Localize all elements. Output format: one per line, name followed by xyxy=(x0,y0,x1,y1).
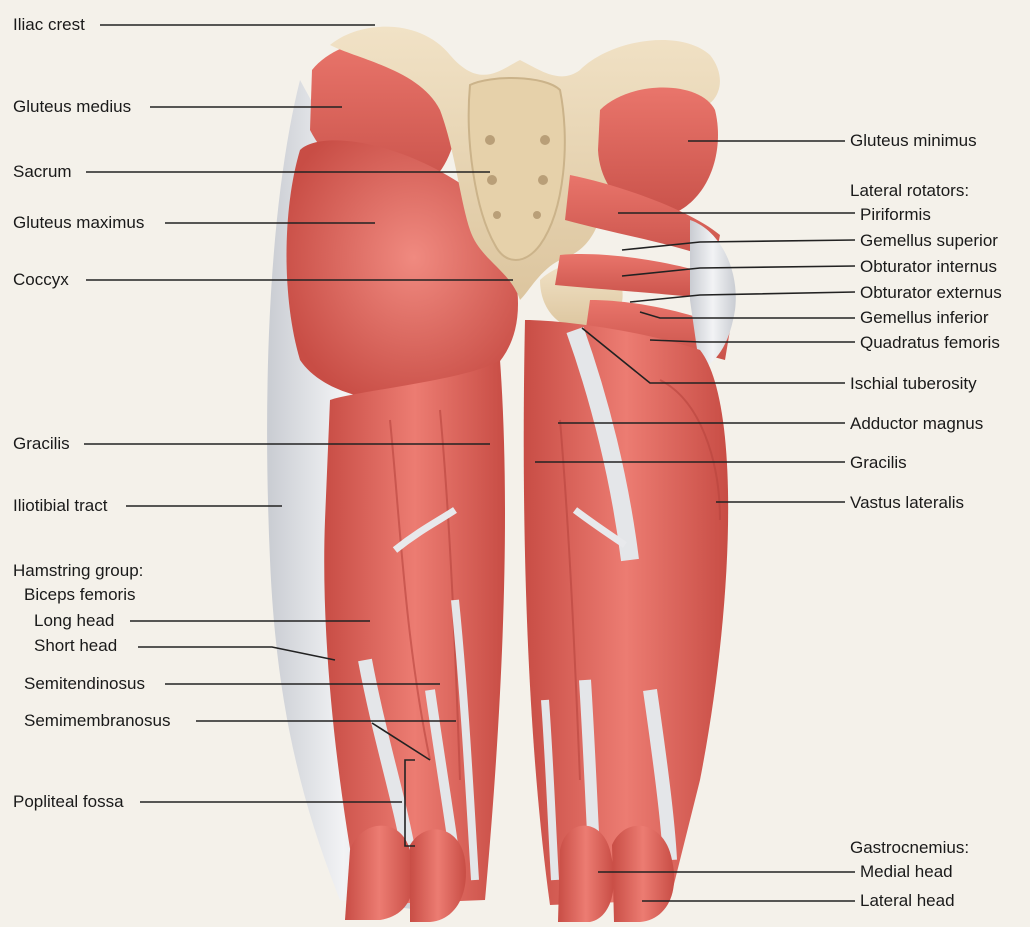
label-semimembranosus: Semimembranosus xyxy=(24,711,171,730)
quadratus-femoris-shape xyxy=(585,300,730,360)
label-medial-head: Medial head xyxy=(860,862,953,881)
label-gracilis-right: Gracilis xyxy=(850,453,907,472)
right-hamstring-shape xyxy=(523,320,729,905)
label-iliotibial-tract: Iliotibial tract xyxy=(13,496,108,515)
label-popliteal-fossa: Popliteal fossa xyxy=(13,792,124,811)
label-coccyx: Coccyx xyxy=(13,270,69,289)
gluteus-maximus-shape xyxy=(286,140,518,401)
piriformis-shape xyxy=(565,175,720,260)
label-obturator-externus: Obturator externus xyxy=(860,283,1002,302)
label-gemellus-superior: Gemellus superior xyxy=(860,231,998,250)
label-adductor-magnus: Adductor magnus xyxy=(850,414,984,433)
label-obturator-internus: Obturator internus xyxy=(860,257,998,276)
gluteus-minimus-shape xyxy=(598,87,718,216)
label-short-head: Short head xyxy=(34,636,118,655)
label-iliac-crest: Iliac crest xyxy=(13,15,85,34)
label-gluteus-minimus: Gluteus minimus xyxy=(850,131,977,150)
label-gluteus-medius: Gluteus medius xyxy=(13,97,132,116)
label-gemellus-inferior: Gemellus inferior xyxy=(860,308,989,327)
label-vastus-lateralis: Vastus lateralis xyxy=(850,493,965,512)
left-gastrocnemius-shape xyxy=(345,825,414,920)
label-gluteus-maximus: Gluteus maximus xyxy=(13,213,145,232)
label-biceps-femoris: Biceps femoris xyxy=(24,585,136,604)
label-hamstring-group: Hamstring group: xyxy=(13,561,144,580)
obturator-shape xyxy=(555,254,725,300)
label-piriformis: Piriformis xyxy=(860,205,931,224)
left-hamstring-shape xyxy=(324,360,505,905)
label-quadratus-femoris: Quadratus femoris xyxy=(860,333,1000,352)
label-lateral-rotators: Lateral rotators: xyxy=(850,181,970,200)
label-semitendinosus: Semitendinosus xyxy=(24,674,145,693)
label-long-head: Long head xyxy=(34,611,115,630)
label-ischial-tuberosity: Ischial tuberosity xyxy=(850,374,977,393)
leader-lines xyxy=(84,24,856,902)
label-sacrum: Sacrum xyxy=(13,162,72,181)
right-gastrocnemius-shape xyxy=(558,825,614,922)
label-gracilis-left: Gracilis xyxy=(13,434,70,453)
label-gastrocnemius: Gastrocnemius: xyxy=(850,838,970,857)
label-lateral-head: Lateral head xyxy=(860,891,955,910)
